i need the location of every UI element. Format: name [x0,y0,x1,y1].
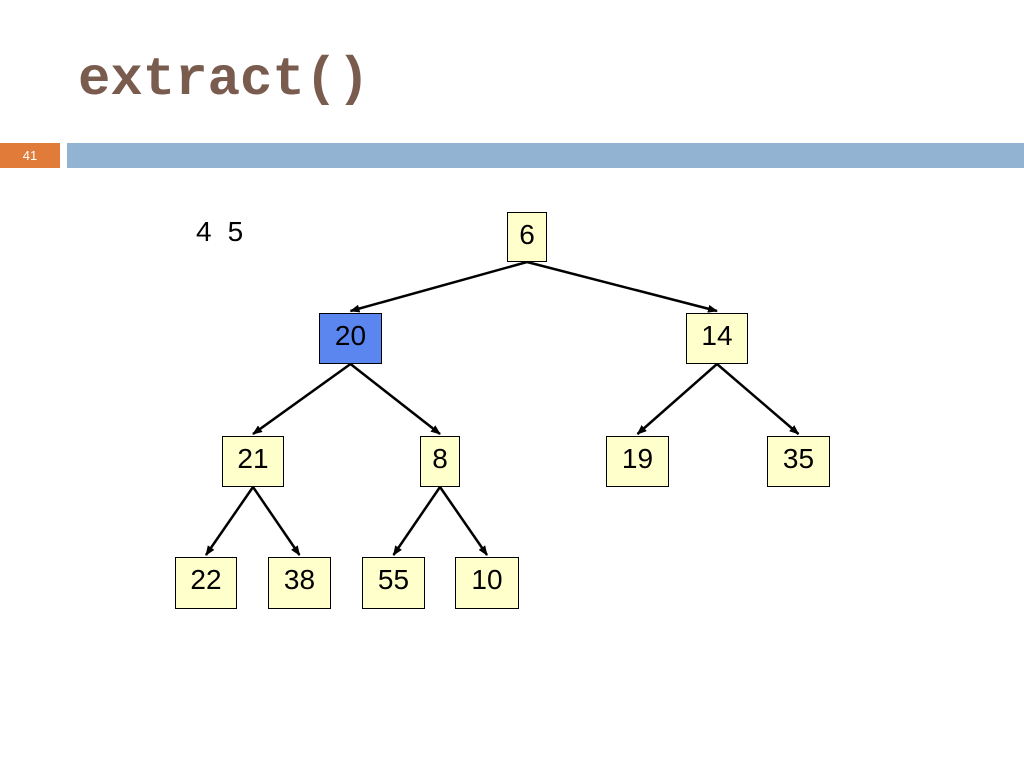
heap-node-22: 22 [175,557,237,609]
edge-8-10 [438,486,489,556]
edge-8-55 [392,486,442,556]
header-bar [67,143,1024,168]
heap-node-6: 6 [507,212,547,262]
edge-20-21 [252,362,352,436]
edge-20-8 [349,363,441,435]
edge-6-14 [526,260,718,313]
heap-node-20: 20 [319,313,382,364]
heap-node-14: 14 [686,313,748,364]
edge-6-20 [349,260,528,313]
edge-21-38 [251,486,301,556]
slide-number-badge: 41 [0,143,60,168]
heap-node-10: 10 [455,557,519,609]
heap-node-38: 38 [268,557,331,609]
heap-node-55: 55 [362,557,425,609]
edge-14-35 [716,363,800,435]
heap-node-19: 19 [606,436,669,487]
edge-14-19 [636,363,718,435]
extracted-value: 4 [196,216,212,247]
slide-title: extract() [78,50,370,111]
edge-21-22 [204,486,255,556]
extracted-value: 5 [227,216,244,247]
heap-node-21: 21 [222,436,284,487]
heap-node-8: 8 [420,436,460,487]
heap-node-35: 35 [767,436,830,487]
